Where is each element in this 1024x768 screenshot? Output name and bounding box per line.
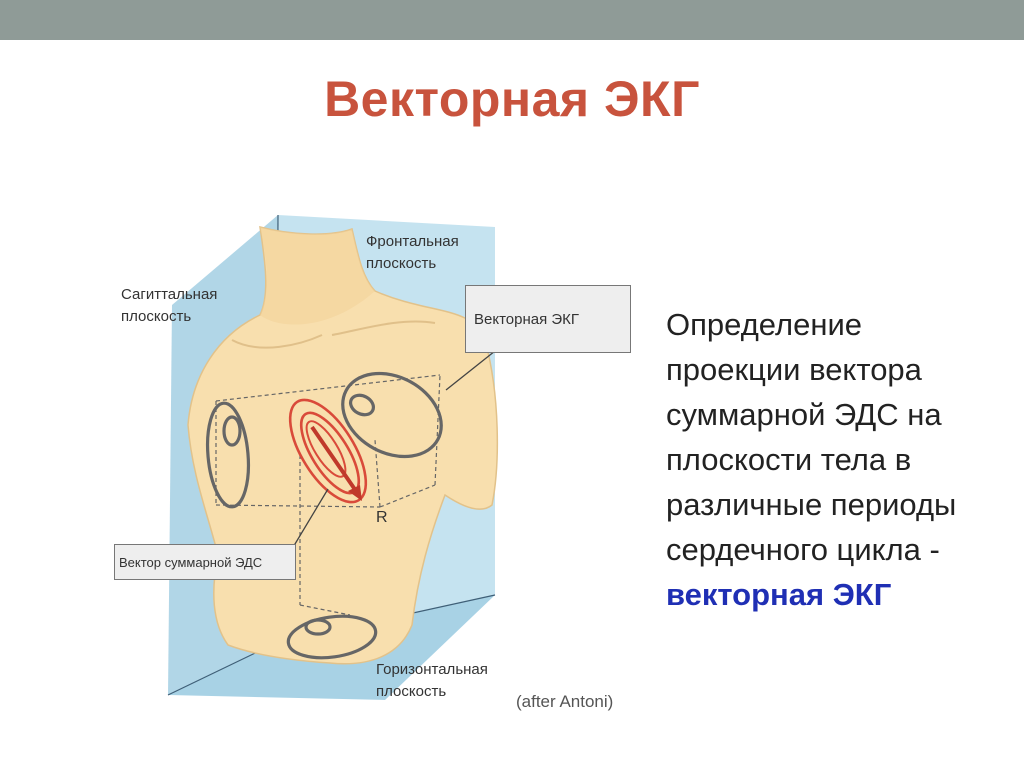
description-line: Определение: [666, 307, 863, 342]
frontal-plane-label: Фронтальная плоскость: [366, 231, 459, 275]
description-line: проекции вектора: [666, 352, 922, 387]
sagittal-label-line1: Сагиттальная: [121, 286, 218, 303]
frontal-label-line2: плоскость: [366, 255, 437, 272]
emf-vector-arrow: [310, 425, 358, 493]
frontal-label-line1: Фронтальная: [366, 233, 459, 250]
sagittal-plane-label: Сагиттальная плоскость: [121, 284, 217, 328]
figure-credit: (after Antoni): [516, 692, 614, 711]
horizontal-label-line1: Горизонтальная: [376, 661, 488, 678]
slide-title: Векторная ЭКГ: [324, 71, 700, 127]
frontal-loop: [341, 371, 443, 459]
description-highlight: векторная ЭКГ: [666, 577, 892, 612]
emf-vector-callout-text: Вектор суммарной ЭДС: [119, 554, 263, 570]
description-line: плоскости тела в: [666, 442, 912, 477]
sagittal-label-line2: плоскость: [121, 308, 192, 325]
horizontal-plane-label: Горизонтальная плоскость: [376, 659, 488, 703]
vector-ecg-illustration: Фронтальная плоскость Сагиттальная плоск…: [100, 205, 640, 725]
description-text: Определение проекции вектора суммарной Э…: [666, 302, 1006, 617]
description-line: различные периоды: [666, 487, 957, 522]
horizontal-loop: [286, 614, 378, 660]
torso-planes-diagram: [167, 214, 499, 700]
horizontal-label-line2: плоскость: [376, 683, 447, 700]
description-line: сердечного цикла -: [666, 532, 940, 567]
vector-ecg-callout-text: Векторная ЭКГ: [474, 310, 580, 328]
top-bar: [0, 0, 1024, 40]
vector-ecg-callout: Векторная ЭКГ: [465, 285, 631, 353]
r-point-label: R: [376, 509, 388, 526]
description-line: суммарной ЭДС на: [666, 397, 942, 432]
sagittal-loop: [205, 401, 251, 509]
emf-vector-callout: Вектор суммарной ЭДС: [114, 544, 296, 580]
